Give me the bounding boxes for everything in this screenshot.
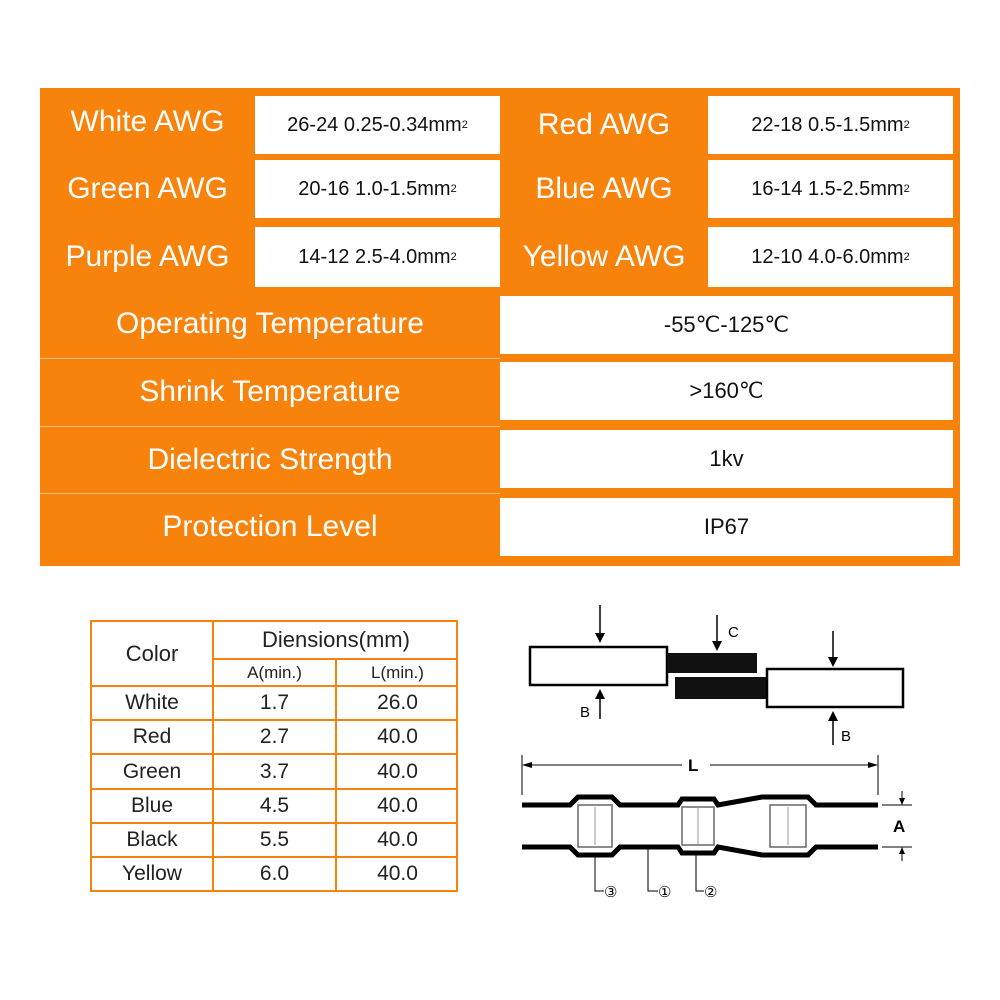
- awg-label-green: Green AWG: [67, 172, 228, 205]
- value-dielectric-strength: 1kv: [500, 430, 953, 488]
- dimensions-table: Color Diensions(mm) A(min.) L(min.) Whit…: [90, 620, 458, 892]
- table-row: Blue: [130, 794, 174, 817]
- table-row: Yellow: [122, 862, 182, 885]
- row-separator: [40, 493, 500, 494]
- table-row: Green: [122, 759, 182, 783]
- shrink-connector: [522, 791, 912, 892]
- label-b-right: B: [841, 728, 851, 745]
- table-cell-l: 40.0: [377, 759, 418, 783]
- label-operating-temperature: Operating Temperature: [116, 307, 424, 340]
- header-l: L(min.): [371, 662, 424, 682]
- label-l: L: [688, 756, 698, 775]
- table-cell-a: 3.7: [259, 759, 290, 783]
- table-cell-l: 40.0: [377, 794, 418, 817]
- row-separator: [40, 426, 500, 427]
- label-a: A: [893, 817, 905, 836]
- value-protection-level: IP67: [500, 498, 953, 556]
- header-a: A(min.): [247, 662, 302, 682]
- awg-label-red: Red AWG: [537, 108, 671, 141]
- callout-3: ③: [604, 884, 617, 901]
- table-cell-l: 40.0: [377, 828, 418, 851]
- label-dielectric-strength: Dielectric Strength: [147, 443, 393, 476]
- table-cell-a: 6.0: [259, 862, 290, 885]
- table-cell-a: 2.7: [259, 725, 290, 748]
- awg-label-yellow: Yellow AWG: [522, 240, 686, 273]
- length-dimension: [521, 755, 879, 795]
- label-protection-level: Protection Level: [162, 510, 378, 543]
- callout-2: ②: [704, 884, 717, 901]
- table-cell-l: 40.0: [377, 725, 418, 748]
- awg-label-white: White AWG: [70, 105, 225, 138]
- label-shrink-temperature: Shrink Temperature: [139, 375, 401, 408]
- value-shrink-temperature: >160℃: [500, 362, 953, 420]
- table-cell-a: 4.5: [259, 794, 290, 817]
- table-cell-l: 40.0: [377, 862, 418, 885]
- table-row: Black: [126, 828, 178, 851]
- label-c: C: [728, 624, 739, 641]
- awg-label-blue: Blue AWG: [535, 172, 673, 205]
- callout-1: ①: [658, 884, 671, 901]
- header-dimensions: Diensions(mm): [262, 627, 410, 652]
- table-row: Red: [132, 725, 172, 748]
- table-row: White: [125, 691, 179, 714]
- connector-diagram: C B B L A ③ ① ②: [521, 605, 912, 901]
- table-cell-l: 26.0: [377, 691, 418, 714]
- awg-label-purple: Purple AWG: [65, 240, 230, 273]
- table-cell-a: 5.5: [259, 828, 290, 851]
- row-separator: [40, 358, 500, 359]
- table-cell-a: 1.7: [259, 691, 290, 714]
- value-operating-temperature: -55℃-125℃: [500, 296, 953, 354]
- top-assembly: [528, 605, 905, 745]
- header-color: Color: [125, 640, 179, 666]
- label-b-left: B: [580, 704, 590, 721]
